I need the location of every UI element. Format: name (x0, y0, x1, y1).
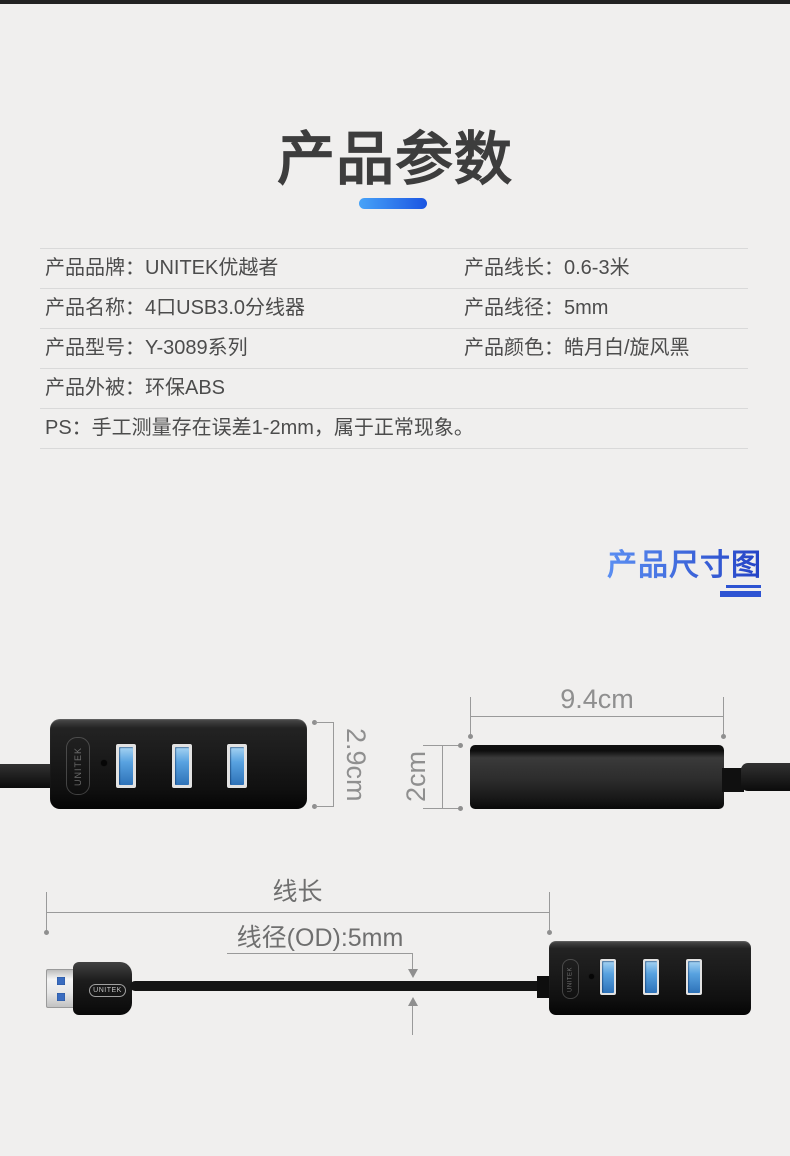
title-accent-bar (359, 198, 427, 209)
spec-model: 产品型号：Y-3089系列 (45, 337, 248, 359)
dim-tick (423, 808, 461, 809)
usb-plug-brand-logo: UNITEK (89, 984, 126, 997)
usb-port-tongue (602, 961, 614, 993)
usb-port-tongue (175, 747, 189, 785)
arrow-up-icon (408, 997, 418, 1006)
dim-line-front-height (333, 722, 334, 807)
dim-dot (721, 734, 726, 739)
hub-bottom-cable-stub (537, 976, 552, 998)
dim-underline-cable-diameter (227, 953, 413, 954)
hub-side-cable-stub (722, 768, 744, 792)
spec-row-brand: 产品品牌：UNITEK优越者 产品线长：0.6-3米 (40, 249, 748, 289)
dim-label-side-width: 9.4cm (560, 684, 634, 714)
dim-dot (44, 930, 49, 935)
dim-tick (315, 806, 334, 807)
usb-port (116, 744, 136, 788)
spec-brand: 产品品牌：UNITEK优越者 (45, 257, 279, 279)
spec-ps-note: PS：手工测量存在误差1-2mm，属于正常现象。 (45, 417, 474, 439)
section-accent-line-thin (726, 585, 761, 588)
spec-color: 产品颜色：皓月白/旋风黑 (464, 337, 690, 359)
dim-line-cable-length (46, 912, 549, 913)
dim-label-side-height: 2cm (401, 751, 431, 803)
spec-name: 产品名称：4口USB3.0分线器 (45, 297, 306, 319)
spec-jacket: 产品外被：环保ABS (45, 377, 226, 399)
hub-front-cable (0, 764, 56, 788)
usb-port (686, 959, 702, 995)
dim-tick (470, 697, 471, 737)
dim-line-side-height (442, 745, 443, 808)
hub-bottom-led-indicator (589, 974, 594, 979)
usb-port (172, 744, 192, 788)
dim-dot (312, 804, 317, 809)
usb-plug-metal (46, 969, 76, 1008)
spec-table: 产品品牌：UNITEK优越者 产品线长：0.6-3米 产品名称：4口USB3.0… (40, 248, 748, 449)
page-title: 产品参数 (276, 127, 513, 192)
usb-port-tongue (688, 961, 700, 993)
hub-bottom-brand-logo: UNITEK (562, 959, 579, 999)
dim-dot (547, 930, 552, 935)
hub-front-brand-logo: UNITEK (66, 737, 90, 795)
dim-arrow-stem-down (412, 953, 413, 969)
spec-row-name: 产品名称：4口USB3.0分线器 产品线径：5mm (40, 289, 748, 329)
spec-row-model: 产品型号：Y-3089系列 产品颜色：皓月白/旋风黑 (40, 329, 748, 369)
dim-line-side-width (470, 716, 724, 717)
section-title: 产品尺寸图 (607, 540, 762, 584)
spec-row-jacket: 产品外被：环保ABS (40, 369, 748, 409)
dim-dot (458, 743, 463, 748)
dim-tick (549, 892, 550, 933)
dim-tick (46, 892, 47, 933)
dim-label-front-height: 2.9cm (341, 727, 371, 802)
dim-arrow-stem-up (412, 1006, 413, 1035)
hub-side-cable (741, 763, 790, 791)
hub-front-led-indicator (101, 760, 107, 766)
spec-empty (459, 369, 748, 408)
spec-row-ps-note: PS：手工测量存在误差1-2mm，属于正常现象。 (40, 409, 748, 449)
dim-dot (468, 734, 473, 739)
usb-port-tongue (230, 747, 244, 785)
usb-port (227, 744, 247, 788)
usb-port-tongue (119, 747, 133, 785)
usb-port-tongue (645, 961, 657, 993)
section-accent-line-thick (720, 591, 761, 597)
usb-port (600, 959, 616, 995)
dim-dot (458, 806, 463, 811)
dim-label-cable-length: 线长 (272, 878, 323, 906)
top-divider-strip (0, 0, 790, 4)
spec-cable-diameter: 产品线径：5mm (464, 297, 609, 319)
dim-tick (723, 697, 724, 737)
long-cable (130, 981, 545, 991)
spec-cable-length: 产品线长：0.6-3米 (464, 257, 630, 279)
arrow-down-icon (408, 969, 418, 978)
usb-port (643, 959, 659, 995)
dim-label-cable-diameter: 线径(OD):5mm (236, 924, 404, 952)
usb-plug-pin (57, 993, 65, 1001)
dim-dot (312, 720, 317, 725)
dim-tick (315, 722, 334, 723)
usb-plug-pin (57, 977, 65, 985)
hub-side-body (470, 745, 724, 809)
